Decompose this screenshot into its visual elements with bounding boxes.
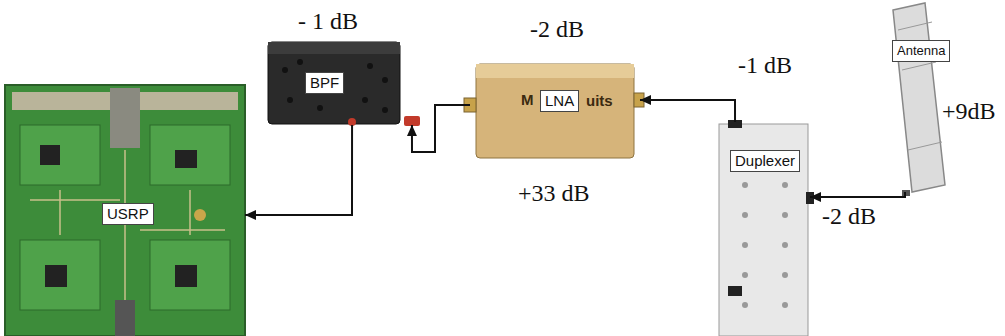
arrow-head [407, 125, 417, 136]
logo-fragment: M [521, 91, 534, 109]
arrow-head [810, 192, 821, 202]
device-label: BPF [305, 72, 344, 94]
loss-label: -2 dB [822, 203, 876, 230]
signal-connector [407, 105, 470, 152]
bpf-filter: BPF [268, 40, 420, 125]
arrow-head [245, 210, 256, 220]
connector-line [412, 105, 470, 152]
device-label: Duplexer [730, 150, 800, 172]
antenna-unit: Antenna [888, 2, 945, 192]
antenna-panel [893, 3, 945, 196]
gain-label: +33 dB [518, 180, 590, 207]
signal-connector [640, 95, 735, 122]
duplexer-unit: Duplexer [717, 122, 810, 336]
device-label: Antenna [892, 40, 950, 62]
loss-label: -1 dB [738, 52, 792, 79]
loss-label: - 1 dB [298, 8, 358, 35]
lna-amplifier: LNA [470, 62, 640, 160]
connector-line [245, 125, 352, 215]
gain-label: +9dB [942, 98, 996, 125]
connector-line [810, 192, 905, 197]
amplifier-housing [464, 64, 644, 158]
arrow-head [640, 95, 651, 105]
signal-connector [245, 125, 352, 220]
loss-label: -2 dB [530, 16, 584, 43]
signal-connector [810, 192, 905, 202]
device-label: USRP [102, 203, 154, 225]
pcb-board [5, 85, 245, 336]
duplexer-housing [719, 120, 814, 336]
connector-line [640, 100, 735, 122]
device-label: LNA [540, 90, 579, 112]
usrp-board: USRP [5, 85, 245, 336]
logo-fragment: uits [586, 92, 613, 110]
filter-housing [268, 42, 420, 126]
